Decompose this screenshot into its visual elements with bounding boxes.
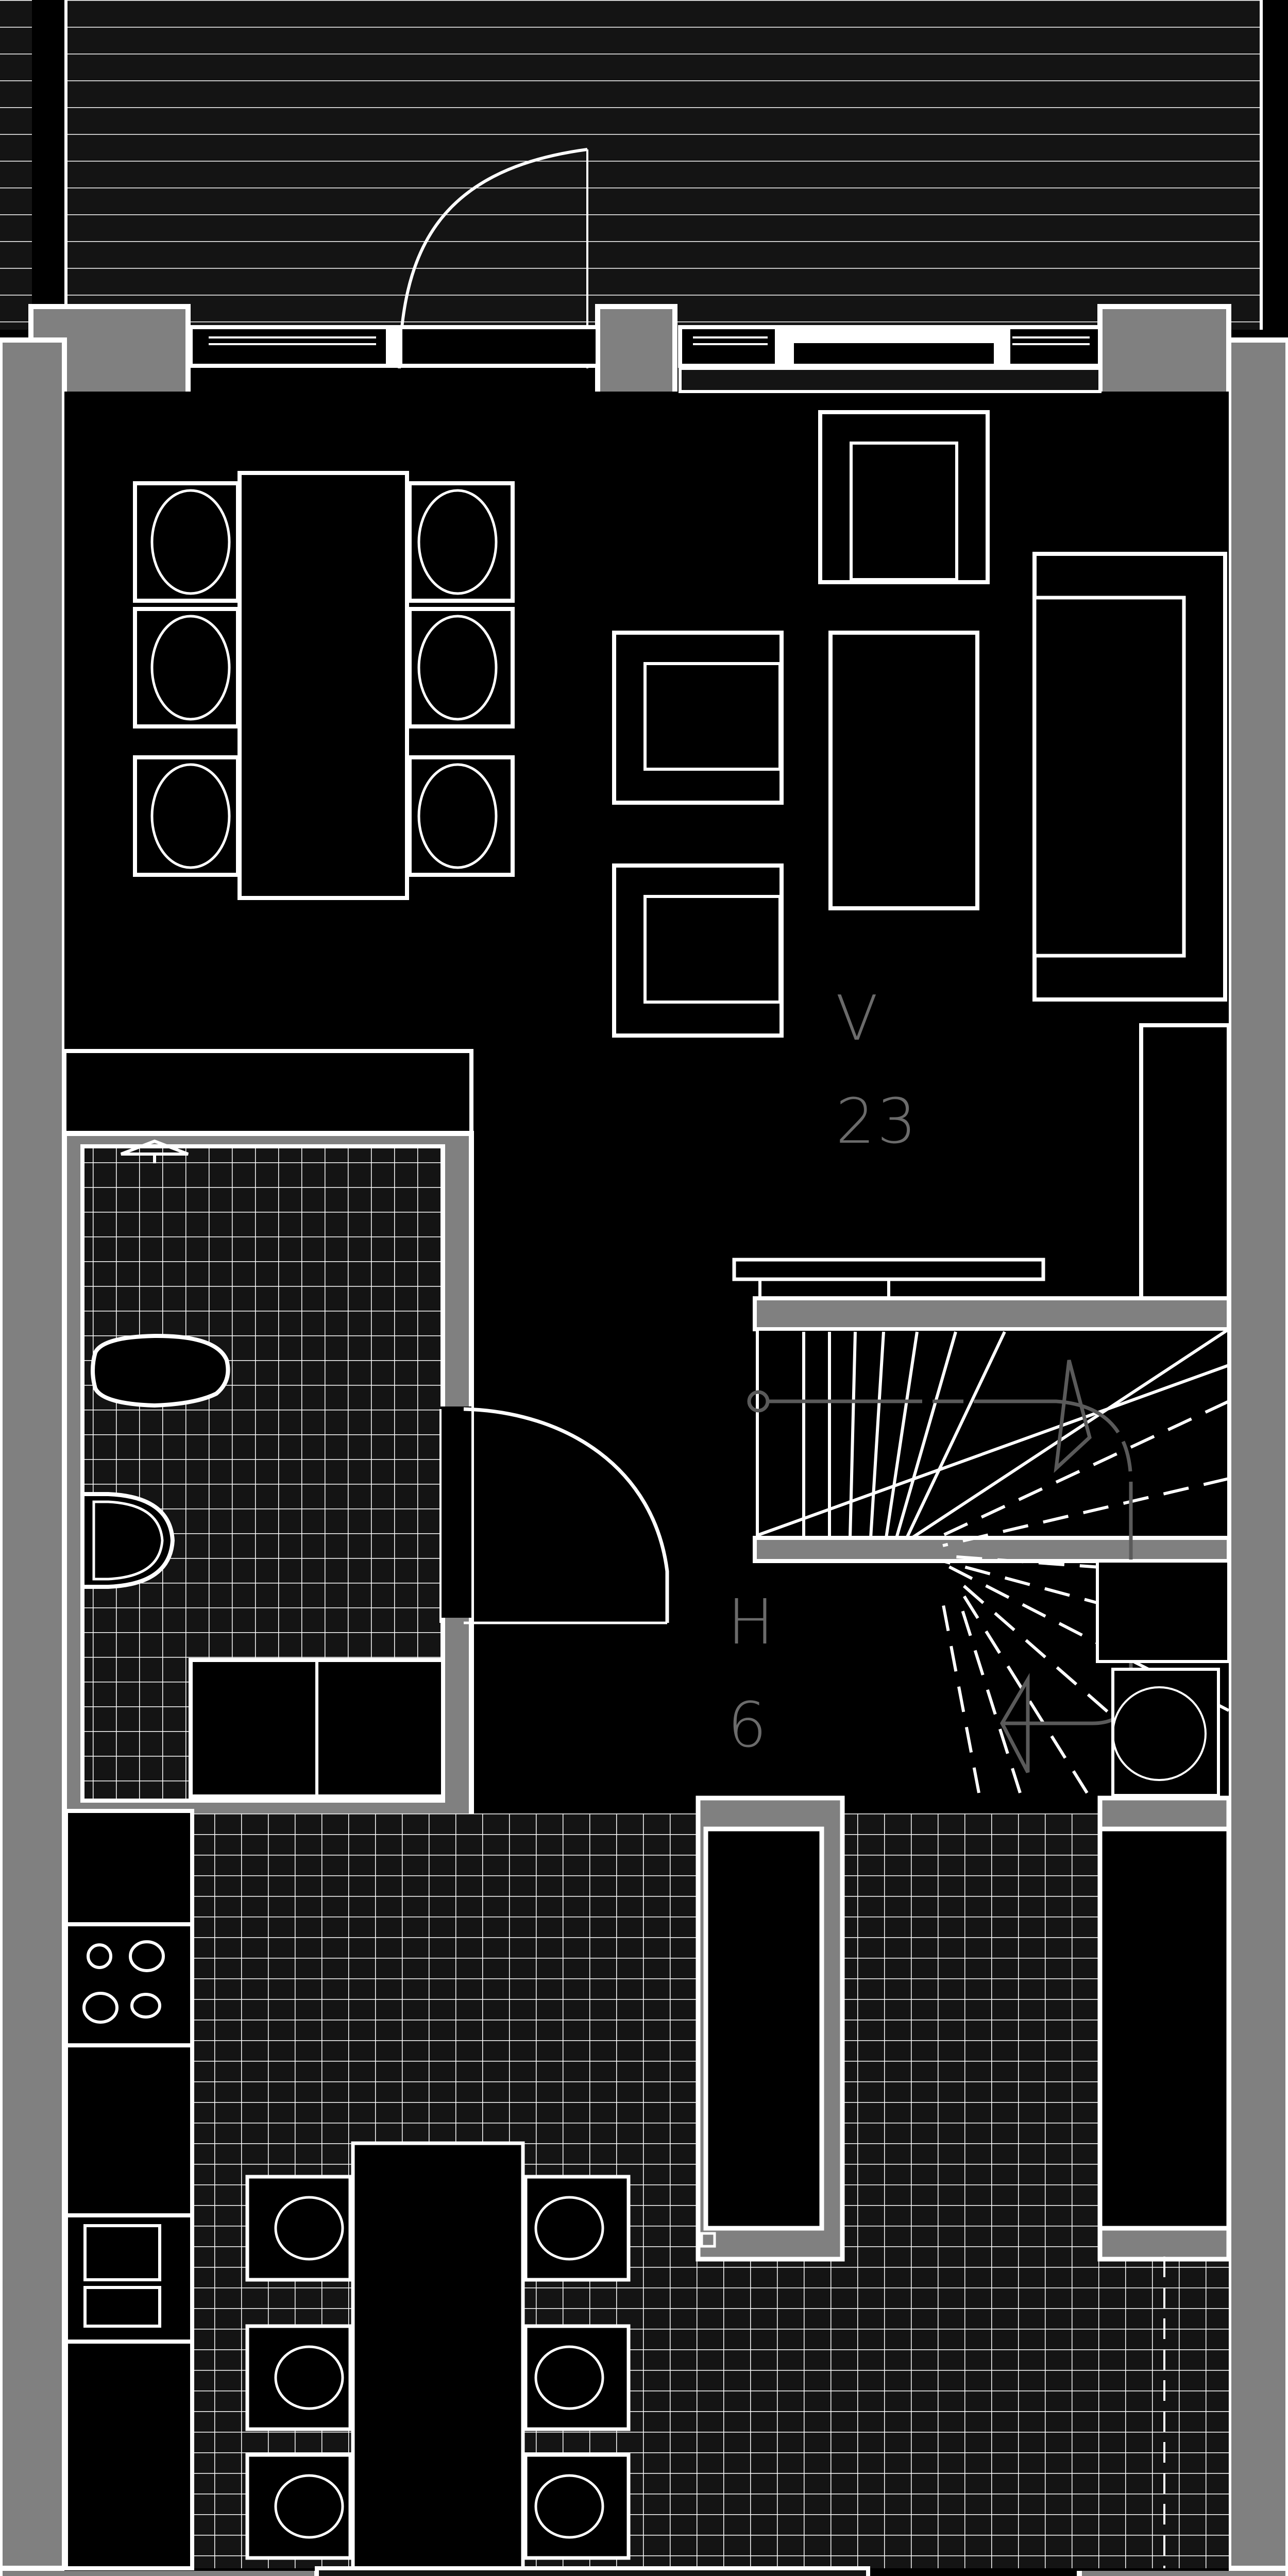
closet — [1139, 1023, 1231, 1300]
kitchen-counter — [64, 1809, 194, 2570]
dining-table — [238, 471, 409, 900]
chair — [408, 755, 515, 877]
chair — [408, 481, 515, 603]
dining-set-kitchen — [245, 2141, 631, 2570]
bathroom-door — [439, 1407, 669, 1624]
washing-machine — [1111, 1668, 1220, 1797]
chair — [133, 755, 240, 877]
sink — [91, 1333, 230, 1408]
burner — [87, 1943, 112, 1969]
kitchen-table — [351, 2141, 525, 2570]
burner — [82, 1992, 118, 2024]
stove — [64, 1922, 194, 2047]
sideboard — [62, 1049, 473, 1136]
bottom-window-frames — [315, 2566, 870, 2576]
staircase — [732, 1258, 1231, 1797]
chair — [133, 607, 240, 728]
chair — [408, 607, 515, 728]
chair — [133, 481, 240, 603]
burner — [129, 1940, 165, 1972]
lounge-set — [612, 410, 1227, 1038]
room-code-hall: H — [727, 1587, 776, 1658]
burner — [130, 1993, 161, 2019]
dining-set-living — [133, 471, 515, 900]
wardrobes — [696, 1795, 1231, 2262]
room-number-living: 23 — [836, 1086, 919, 1158]
coffee-table — [828, 631, 979, 910]
bathroom — [62, 1131, 474, 1821]
balcony-door-swing — [398, 148, 588, 369]
kitchen — [64, 1795, 1231, 2570]
room-code-living: V — [836, 983, 880, 1055]
top-window-frames — [189, 325, 1102, 393]
toilet — [80, 1492, 175, 1589]
balcony-top — [0, 0, 1288, 369]
room-number-hall: 6 — [727, 1690, 769, 1761]
